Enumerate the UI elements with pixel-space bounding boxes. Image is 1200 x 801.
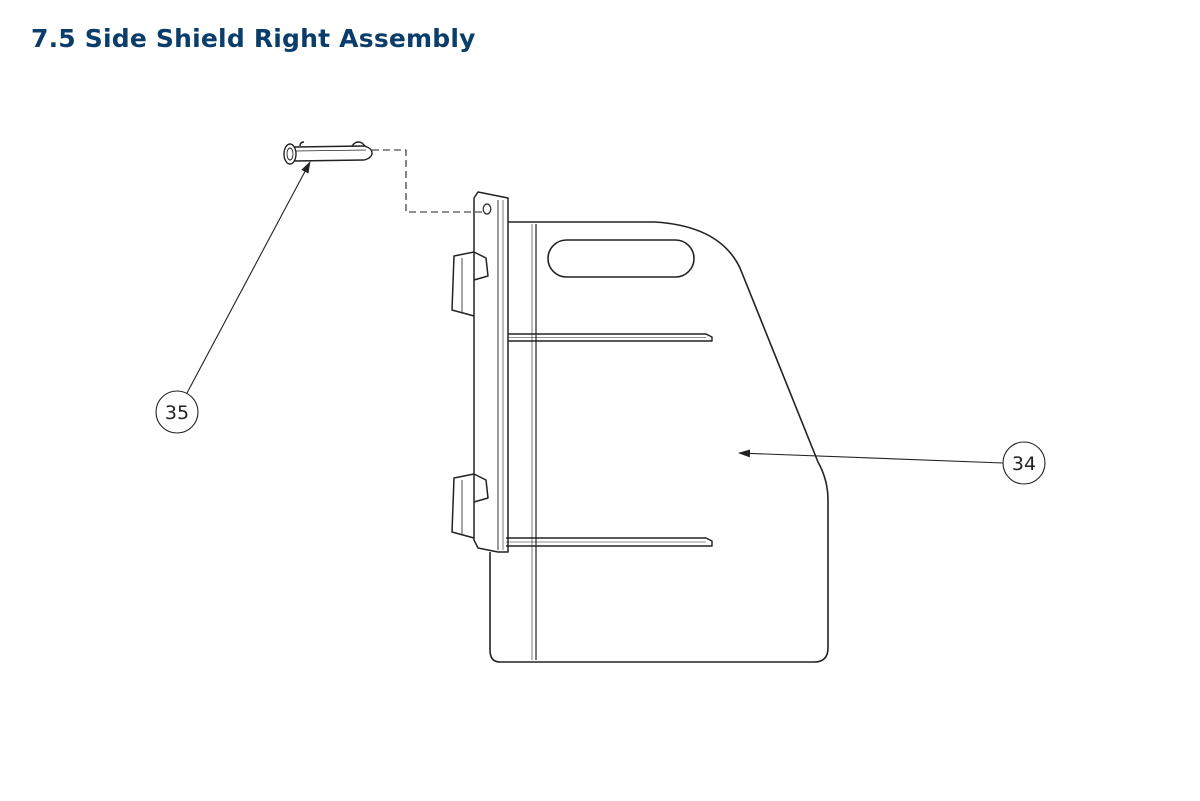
leader-line-34 <box>738 449 1004 464</box>
callout-35-label: 35 <box>165 402 189 424</box>
mounting-bar <box>473 191 509 553</box>
callout-34-label: 34 <box>1012 453 1036 475</box>
leader-line-35 <box>186 161 311 394</box>
retaining-pin-part <box>283 141 373 165</box>
callout-34: 34 <box>1002 441 1046 485</box>
side-shield-part <box>489 221 829 663</box>
bracket-hooks <box>451 251 489 539</box>
callout-35: 35 <box>155 390 199 434</box>
assembly-path-line <box>372 149 482 213</box>
page-title: 7.5 Side Shield Right Assembly <box>31 24 476 53</box>
support-rails <box>506 333 713 547</box>
